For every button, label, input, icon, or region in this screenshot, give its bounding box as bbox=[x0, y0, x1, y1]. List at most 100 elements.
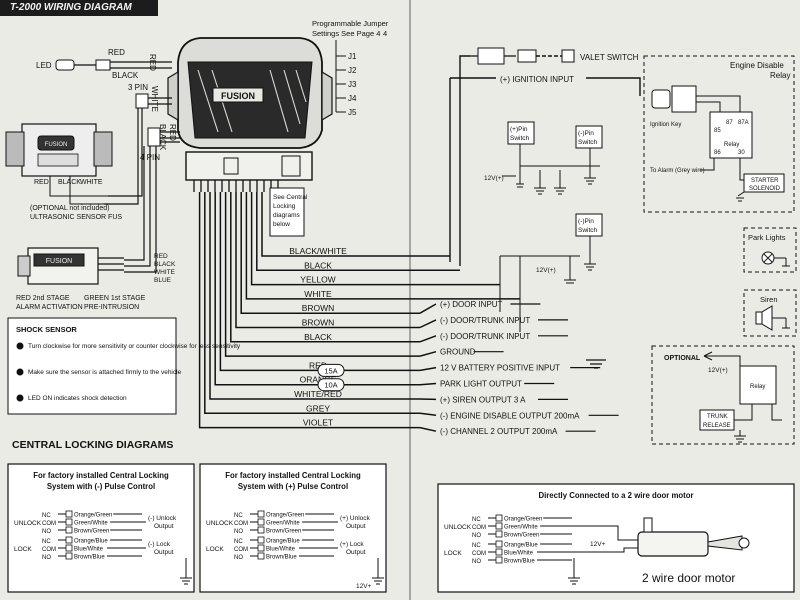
pin-switch-minus2-line2: Switch bbox=[578, 227, 598, 234]
wire-color: Blue/White bbox=[266, 547, 296, 553]
jumper-pin-5: J5 bbox=[348, 108, 357, 117]
terminal-pin bbox=[65, 544, 73, 552]
pin-switch-plus: (+)Pin Switch 12V(+) bbox=[484, 121, 535, 188]
output-1-line1: (-) Unlock bbox=[148, 515, 177, 522]
pin-switch-minus1-line2: Switch bbox=[578, 139, 598, 146]
optional-trunk-release: OPTIONAL 12V(+) Relay TRUNK RELEASE bbox=[651, 345, 795, 445]
green-stage-line1: GREEN 1st STAGE bbox=[84, 295, 146, 302]
relay-terminal: NC bbox=[42, 539, 51, 545]
terminal-pin bbox=[257, 518, 265, 526]
harness-wire bbox=[261, 192, 420, 257]
three-pin-white: WHITE bbox=[150, 86, 159, 112]
wire-color-label: GREY bbox=[306, 403, 330, 413]
door-motor-eyelet bbox=[738, 537, 750, 549]
terminal-pin bbox=[495, 540, 503, 548]
harness-wire-cross bbox=[419, 319, 437, 329]
panel-title-line1: For factory installed Central Locking bbox=[33, 471, 169, 480]
jumper-caption-line1: Programmable Jumper bbox=[312, 19, 389, 28]
wire-function-label: PARK LIGHT OUTPUT bbox=[440, 380, 522, 389]
wire-color-label: VIOLET bbox=[303, 418, 333, 428]
park-lights-label: Park Lights bbox=[748, 233, 786, 242]
unlock-label: UNLOCK bbox=[444, 524, 472, 531]
engine-disable-relay: Engine Disable Relay Ignition Key 87 87A… bbox=[643, 55, 795, 213]
supply-label: 12V+ bbox=[590, 541, 606, 548]
terminal-pin bbox=[495, 556, 503, 564]
relay-terminal: NC bbox=[234, 539, 243, 545]
ultrasonic-sensor: FUSION RED BLACK WHITE (OPTIONAL not inc… bbox=[5, 123, 122, 221]
wire-function-label: (-) DOOR/TRUNK INPUT bbox=[440, 332, 530, 341]
wire-color: Orange/Green bbox=[504, 517, 542, 523]
wire-color: Brown/Green bbox=[74, 529, 109, 535]
relay-pin-86: 86 bbox=[714, 150, 721, 156]
jumper-page-number: 4 bbox=[383, 29, 387, 38]
fuse-rating: 15A bbox=[324, 366, 337, 375]
relay-pin-85: 85 bbox=[714, 128, 721, 134]
relay-terminal: NO bbox=[42, 529, 51, 535]
ignition-input-label: (+) IGNITION INPUT bbox=[500, 75, 574, 84]
wire-function-label: 12 V BATTERY POSITIVE INPUT bbox=[440, 364, 560, 373]
wire-color-label: WHITE/RED bbox=[294, 389, 342, 399]
output-2-line1: (-) Lock bbox=[148, 541, 171, 548]
shock-wire-red: RED bbox=[154, 253, 168, 260]
wire-function-label: (-) ENGINE DISABLE OUTPUT 200mA bbox=[440, 411, 580, 420]
led-label: LED bbox=[36, 61, 52, 70]
ultrasonic-red: RED bbox=[34, 179, 49, 186]
fuse bbox=[317, 363, 345, 377]
wire-color: Brown/Blue bbox=[504, 559, 535, 565]
three-pin-label: 3 PIN bbox=[128, 83, 148, 92]
shock-instruction-3: LED ON indicates shock detection bbox=[28, 395, 127, 402]
wire-color: Brown/Green bbox=[266, 529, 301, 535]
optional-label: OPTIONAL bbox=[664, 355, 701, 362]
wire-color-label: BLACK/WHITE bbox=[289, 246, 347, 256]
pin-switch-minus-1: (-)Pin Switch bbox=[520, 125, 603, 195]
jumper-pin-1: J1 bbox=[348, 52, 357, 61]
panel-title-line2: System with (-) Pulse Control bbox=[47, 482, 155, 491]
fuse bbox=[317, 378, 345, 392]
unlock-label: UNLOCK bbox=[206, 520, 234, 527]
output-2-line2: Output bbox=[346, 549, 366, 556]
terminal-pin bbox=[495, 548, 503, 556]
wire-color: Brown/Green bbox=[504, 533, 539, 539]
wire-color: Orange/Blue bbox=[74, 539, 108, 545]
wire-color-label: RED bbox=[309, 360, 327, 370]
terminal-pin bbox=[495, 522, 503, 530]
trunk-release-line2: RELEASE bbox=[703, 423, 731, 429]
harness-wire-cross bbox=[419, 335, 437, 343]
output-2-line1: (+) Lock bbox=[340, 541, 364, 548]
harness-wire-cross bbox=[419, 366, 437, 372]
ultrasonic-logo: FUSION bbox=[45, 142, 68, 148]
door-motor-tab bbox=[643, 517, 653, 533]
harness-wire bbox=[224, 192, 420, 357]
panel-title-line1: For factory installed Central Locking bbox=[225, 471, 361, 480]
relay-terminal: NC bbox=[472, 517, 481, 523]
terminal-pin bbox=[65, 518, 73, 526]
central-locking-note: See Central Locking diagrams below bbox=[269, 187, 308, 237]
wire-color: Green/White bbox=[504, 525, 538, 531]
output-1-line1: (+) Unlock bbox=[340, 515, 371, 522]
relay-pin-87a: 87A bbox=[738, 120, 749, 126]
output-2-line2: Output bbox=[154, 549, 174, 556]
harness-wire bbox=[245, 192, 420, 300]
wire-color: Brown/Blue bbox=[74, 555, 105, 561]
ignition-key-label: Ignition Key bbox=[650, 122, 681, 128]
harness-wire-cross bbox=[419, 303, 437, 314]
output-lead bbox=[334, 521, 338, 549]
red-stage-line1: RED 2nd STAGE bbox=[16, 295, 70, 302]
wire-color-label: WHITE bbox=[304, 289, 332, 299]
led-red-wire: RED bbox=[108, 48, 125, 57]
central-note-line3: diagrams bbox=[273, 212, 300, 219]
wire-color: Green/White bbox=[74, 521, 108, 527]
valet-switch-label: VALET SWITCH bbox=[580, 53, 639, 62]
terminal-pin bbox=[257, 536, 265, 544]
lock-label: LOCK bbox=[206, 546, 224, 553]
trunk-release-line1: TRUNK bbox=[707, 414, 728, 420]
output-1-line2: Output bbox=[346, 523, 366, 530]
relay-terminal: COM bbox=[234, 521, 248, 527]
page-title: T-2000 WIRING DIAGRAM bbox=[0, 0, 158, 16]
harness-wire bbox=[219, 192, 420, 372]
wire-color: Orange/Blue bbox=[266, 539, 300, 545]
ultrasonic-optional-line2: ULTRASONIC SENSOR FUS bbox=[30, 214, 122, 221]
relay-label: Relay bbox=[724, 142, 739, 148]
harness-wire bbox=[235, 192, 420, 329]
terminal-pin bbox=[495, 530, 503, 538]
